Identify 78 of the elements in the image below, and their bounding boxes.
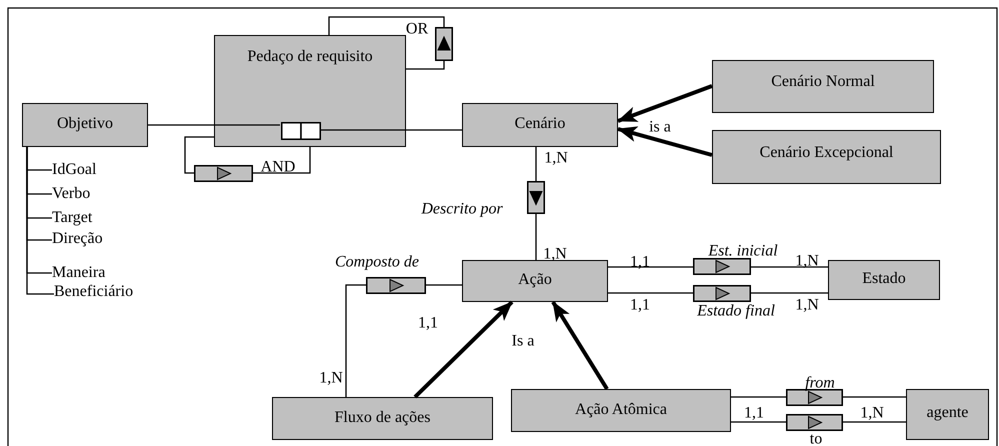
attribute-name: Maneira [52,264,112,282]
connector-line [345,284,366,397]
connector-line [426,284,462,286]
relationship-name: Composto de [335,254,419,270]
relationship-box [194,165,253,182]
connector-line [406,61,445,70]
entity-name: Fluxo de ações [334,409,430,427]
connector-line [608,292,693,294]
connector-box [281,122,321,140]
connector-line [26,147,54,295]
entity-name: Ação [518,271,552,289]
cardinality-label: 1,N [795,296,819,314]
entity-name: Ação Atômica [575,401,667,419]
arrow [551,300,609,390]
relationship-box [786,389,843,406]
connector-line [320,129,462,131]
relationship-name: AND [260,158,296,176]
entity-box [214,35,406,147]
cardinality-label: 1,N [860,404,884,422]
entity-name: Cenário Normal [771,73,875,91]
entity-box [712,130,941,184]
attribute-name: Direção [52,230,112,248]
cardinality-label: 1,N [319,370,343,386]
cardinality-label: 1,1 [630,254,650,270]
relationship-name: OR [406,20,428,38]
attribute-name: Target [52,209,112,227]
connector-line [731,396,786,398]
connector-line [608,266,693,268]
cardinality-label: 1,1 [744,404,764,422]
entity-box [712,60,934,113]
connector-line [148,124,280,126]
attribute-name: IdGoal [52,161,112,179]
relationship-box [693,285,751,302]
cardinality-label: 1,1 [418,314,438,332]
entity-box [462,103,618,147]
entity-box [511,389,731,432]
attribute-name: Beneficiário [54,283,144,301]
connector-line [535,214,537,260]
entity-name: Pedaço de requisito [247,48,373,66]
relationship-name: from [805,374,835,392]
entity-box [272,397,493,440]
relationship-box [366,277,426,294]
relationship-name: is a [649,118,671,136]
relationship-name: Estado final [697,302,775,320]
entity-name: agente [926,404,968,422]
connector-line [843,421,906,423]
cardinality-label: 1,1 [630,296,650,314]
relationship-box [435,27,453,61]
connector-line [253,147,311,174]
connector-line [731,421,786,423]
entity-name: Cenário [514,115,566,133]
connector-line [751,266,828,268]
arrow [617,84,713,123]
relationship-name: Is a [512,332,534,350]
connector-line [535,147,537,181]
connector-line [751,292,828,294]
connector-line [184,136,214,174]
entity-box [828,260,940,300]
entity-box [906,389,989,440]
cardinality-label: 1,N [795,252,819,270]
relationship-name: Descrito por [421,200,503,218]
arrow [617,126,713,157]
relationship-name: Est. inicial [708,242,778,260]
connector-line [328,16,445,35]
arrow [414,300,514,398]
connector-line [843,396,906,398]
attribute-name: Verbo [52,185,112,203]
relationship-box [693,258,751,275]
entity-box [462,260,608,302]
entity-name: Objetivo [57,115,113,133]
cardinality-label: 1,N [544,150,568,166]
entity-name: Estado [862,270,906,288]
relationship-name: to [810,430,822,446]
cardinality-label: 1,N [543,246,567,262]
relationship-box [786,414,843,431]
entity-box [22,103,148,147]
entity-name: Cenário Excepcional [760,144,894,162]
relationship-box [527,181,545,214]
